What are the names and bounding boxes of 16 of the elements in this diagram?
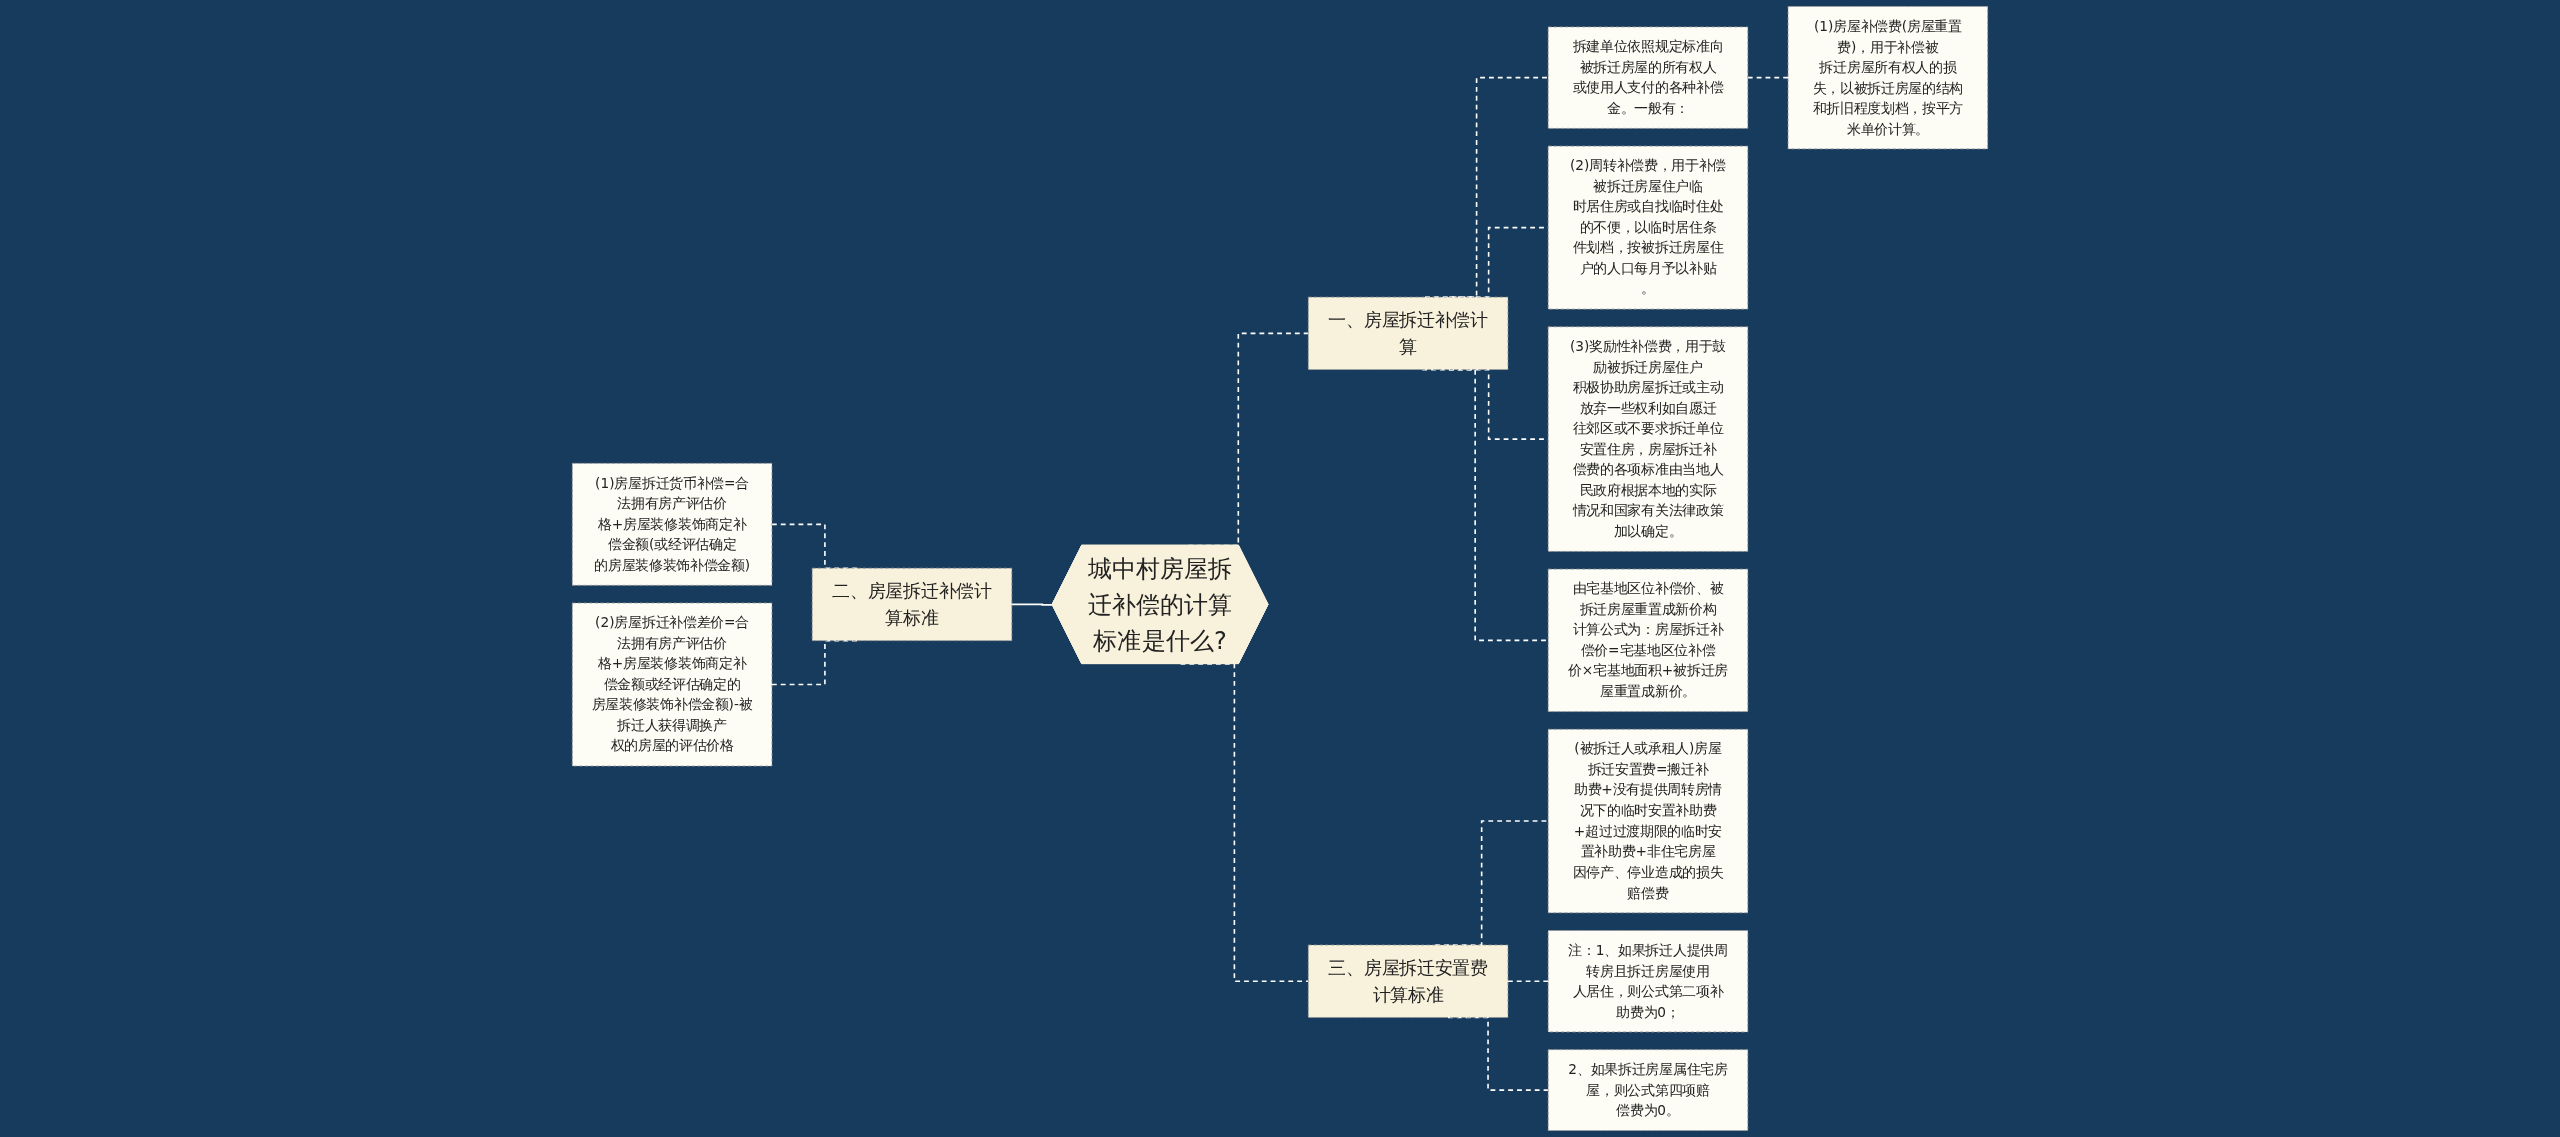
node-box: 三、房屋拆迁安置费计算标准 [1307,944,1509,1018]
node-box: 注：1、如果拆迁人提供周转房且拆迁房屋使用人居住，则公式第二项补助费为0； [1547,930,1749,1033]
node-box: 二、房屋拆迁补偿计算标准 [811,567,1013,642]
node-box: 一、房屋拆迁补偿计算 [1307,296,1509,370]
node-box: (被拆迁人或承租人)房屋拆迁安置费=搬迁补助费+没有提供周转房情况下的临时安置补助费+超过过渡期限的临时安置补助费+非住宅房屋因停产、停业造成的损失赔偿费 [1547,728,1749,914]
node-box: 由宅基地区位补偿价、被拆迁房屋重置成新价构计算公式为：房屋拆迁补偿价=宅基地区位补偿价×宅基地面积+被拆迁房屋重置成新价。 [1547,568,1749,712]
connector [1507,980,1549,983]
node-box: (2)房屋拆迁补偿差价=合法拥有房产评估价格+房屋装修装饰商定补偿金额或经评估确定的房屋装修装饰补偿金额)-被拆迁人获得调换产权的房屋的评估价格 [571,602,773,767]
connector [1011,603,1054,606]
node-box: (3)奖励性补偿费，用于鼓励被拆迁房屋住户积极协助房屋拆迁或主动放弃一些权利如自愿迁往郊区或不要求拆迁单位安置住房，房屋拆迁补偿费的各项标准由当地人民政府根据本地的实际情况和国家有关法律政策加以确定。 [1547,326,1749,552]
node-box: 拆建单位依照规定标准向被拆迁房屋的所有权人或使用人支付的各种补偿金。一般有： [1547,26,1749,129]
node-box: (1)房屋补偿费(房屋重置费)，用于补偿被拆迁房屋所有权人的损失，以被拆迁房屋的结构和折旧程度划档，按平方米单价计算。 [1787,6,1989,150]
node-box: 2、如果拆迁房屋属住宅房屋，则公式第四项赔偿费为0。 [1547,1049,1749,1131]
node-box: (2)周转补偿费，用于补偿被拆迁房屋住户临时居住房或自找临时住处的不便，以临时居住条件划档，按被拆迁房屋住户的人口每月予以补贴。 [1547,145,1749,310]
node-box: (1)房屋拆迁货币补偿=合法拥有房产评估价格+房屋装修装饰商定补偿金额(或经评估确定的房屋装修装饰补偿金额) [571,462,773,586]
connector [1747,76,1789,79]
